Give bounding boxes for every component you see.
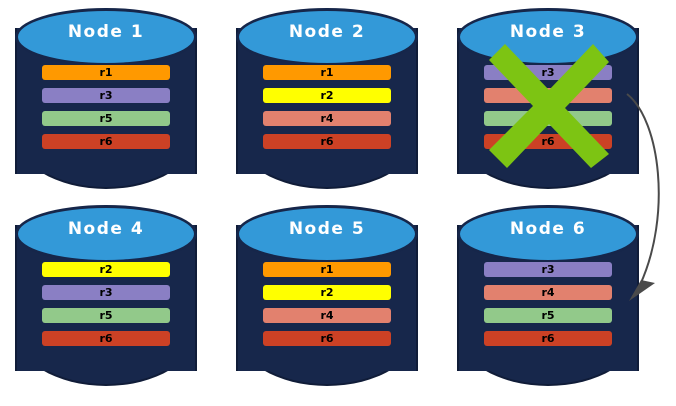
node-3-cylinder-top	[457, 8, 639, 66]
node-6-cylinder-top	[457, 205, 639, 263]
node-6-replica-r6[interactable]: r6	[484, 331, 612, 346]
node-4-replica-r2[interactable]: r2	[42, 262, 170, 277]
node-5-replica-r4[interactable]: r4	[263, 308, 391, 323]
node-5-replica-r6[interactable]: r6	[263, 331, 391, 346]
node-4-replica-r5[interactable]: r5	[42, 308, 170, 323]
node-2-replica-r2[interactable]: r2	[263, 88, 391, 103]
node-1-replica-r5[interactable]: r5	[42, 111, 170, 126]
node-2-replica-r1[interactable]: r1	[263, 65, 391, 80]
node-6-replica-r5[interactable]: r5	[484, 308, 612, 323]
node-4-replica-r3[interactable]: r3	[42, 285, 170, 300]
node-6-replica-r3[interactable]: r3	[484, 262, 612, 277]
node-1-replica-r3[interactable]: r3	[42, 88, 170, 103]
node-3-replica-r3[interactable]: r3	[484, 65, 612, 80]
node-5-cylinder-top	[236, 205, 418, 263]
node-1-replica-r6[interactable]: r6	[42, 134, 170, 149]
node-5-replica-list: r1 r2 r4 r6	[263, 262, 391, 346]
node-4-replica-r6[interactable]: r6	[42, 331, 170, 346]
node-1-replica-list: r1 r3 r5 r6	[42, 65, 170, 149]
node-2-replica-r4[interactable]: r4	[263, 111, 391, 126]
node-3-replica-r5[interactable]: r5	[484, 111, 612, 126]
node-3-replica-r4[interactable]: r4	[484, 88, 612, 103]
node-6-replica-r4[interactable]: r4	[484, 285, 612, 300]
node-1-cylinder-top	[15, 8, 197, 66]
node-2-cylinder-top	[236, 8, 418, 66]
node-5-replica-r2[interactable]: r2	[263, 285, 391, 300]
node-3-replica-r6[interactable]: r6	[484, 134, 612, 149]
node-5-replica-r1[interactable]: r1	[263, 262, 391, 277]
node-4-cylinder-top	[15, 205, 197, 263]
node-1-replica-r1[interactable]: r1	[42, 65, 170, 80]
node-4-replica-list: r2 r3 r5 r6	[42, 262, 170, 346]
node-3-replica-list: r3 r4 r5 r6	[484, 65, 612, 149]
node-2-replica-list: r1 r2 r4 r6	[263, 65, 391, 149]
node-2-replica-r6[interactable]: r6	[263, 134, 391, 149]
node-6-replica-list: r3 r4 r5 r6	[484, 262, 612, 346]
